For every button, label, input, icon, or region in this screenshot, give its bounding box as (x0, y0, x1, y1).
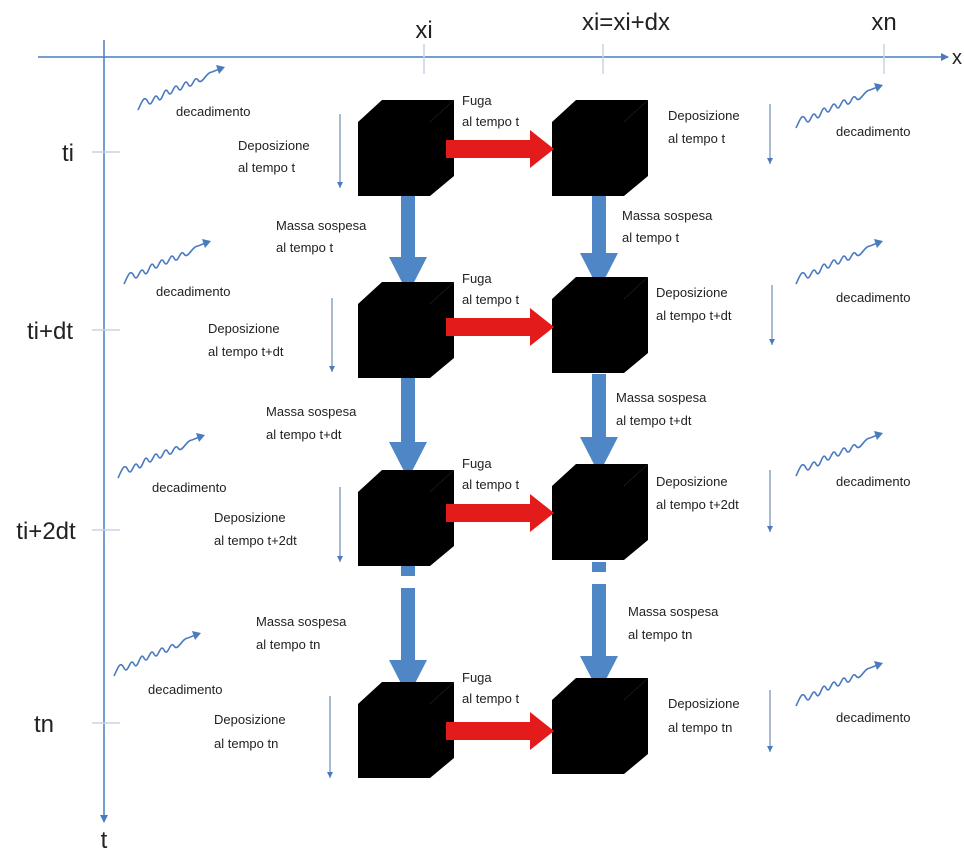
leak-label: Fuga (462, 93, 492, 108)
leak-time-label: al tempo t (462, 292, 519, 307)
leak-arrow-2 (446, 308, 554, 346)
t-axis-label: t (101, 827, 108, 854)
leak-arrow-1 (446, 130, 554, 168)
deposition-label: Deposizione (208, 321, 280, 336)
deposition-time-label: al tempo t (238, 160, 295, 175)
suspended-mass-time-label: al tempo t+dt (266, 427, 342, 442)
x-tick-label-xi-dx: xi=xi+dx (582, 9, 670, 36)
flow-arrows-left (389, 196, 427, 697)
x-tick-label-xn: xn (871, 9, 896, 36)
decay-label: decadimento (156, 284, 230, 299)
leak-time-label: al tempo t (462, 691, 519, 706)
decay-wave-icon (123, 238, 212, 285)
deposition-label: Deposizione (656, 474, 728, 489)
decay-wave-icon (113, 630, 202, 677)
t-tick-label-ti-2dt: ti+2dt (16, 518, 76, 545)
leak-label: Fuga (462, 670, 492, 685)
deposition-label: Deposizione (668, 696, 740, 711)
decay-wave-icon (795, 660, 884, 707)
t-tick-label-ti-dt: ti+dt (27, 318, 73, 345)
decay-label: decadimento (836, 124, 910, 139)
x-tick-label-xi: xi (415, 17, 432, 44)
deposition-time-label: al tempo tn (214, 736, 278, 751)
leak-arrow-3 (446, 494, 554, 532)
suspended-mass-label: Massa sospesa (628, 604, 719, 619)
flow-arrow-right-3 (580, 584, 618, 693)
deposition-arrows (327, 104, 775, 778)
x-axis-label: x (952, 47, 962, 69)
flow-arrow-left-3 (389, 588, 427, 697)
leak-label: Fuga (462, 456, 492, 471)
leak-time-label: al tempo t (462, 114, 519, 129)
decay-label: decadimento (148, 682, 222, 697)
cube-icon (358, 100, 454, 196)
cube-icon (552, 678, 648, 774)
flow-arrow-right-2 (580, 374, 618, 474)
suspended-mass-time-label: al tempo tn (256, 637, 320, 652)
cube-icon (358, 282, 454, 378)
decay-label: decadimento (836, 474, 910, 489)
flow-arrow-left-2 (389, 378, 427, 479)
deposition-time-label: al tempo tn (668, 720, 732, 735)
decay-waves (113, 64, 884, 707)
decay-label: decadimento (152, 480, 226, 495)
suspended-mass-time-label: al tempo t (622, 230, 679, 245)
t-tick-label-ti: ti (62, 140, 74, 167)
decay-wave-icon (117, 432, 206, 479)
flow-dash-left (401, 566, 415, 576)
suspended-mass-time-label: al tempo t (276, 240, 333, 255)
flow-dash-right (592, 562, 606, 572)
decay-wave-icon (795, 430, 884, 477)
flow-arrow-left-1 (389, 196, 427, 294)
deposition-label: Deposizione (656, 285, 728, 300)
deposition-label: Deposizione (214, 712, 286, 727)
deposition-time-label: al tempo t+dt (208, 344, 284, 359)
decay-label: decadimento (836, 710, 910, 725)
flow-arrow-right-1 (580, 193, 618, 290)
decay-wave-icon (795, 82, 884, 129)
deposition-time-label: al tempo t+dt (656, 308, 732, 323)
cube-icon (358, 470, 454, 566)
cube-icon (358, 682, 454, 778)
leak-arrows (446, 130, 554, 750)
suspended-mass-time-label: al tempo tn (628, 627, 692, 642)
t-tick-label-tn: tn (34, 711, 54, 738)
suspended-mass-time-label: al tempo t+dt (616, 413, 692, 428)
cube-icon (552, 464, 648, 560)
deposition-label: Deposizione (214, 510, 286, 525)
decay-wave-icon (795, 238, 884, 285)
suspended-mass-label: Massa sospesa (256, 614, 347, 629)
leak-label: Fuga (462, 271, 492, 286)
deposition-label: Deposizione (668, 108, 740, 123)
deposition-time-label: al tempo t (668, 131, 725, 146)
suspended-mass-label: Massa sospesa (266, 404, 357, 419)
leak-arrow-4 (446, 712, 554, 750)
suspended-mass-label: Massa sospesa (616, 390, 707, 405)
leak-time-label: al tempo t (462, 477, 519, 492)
cube-icon (552, 100, 648, 196)
suspended-mass-label: Massa sospesa (622, 208, 713, 223)
deposition-label: Deposizione (238, 138, 310, 153)
cube-icon (552, 277, 648, 373)
flow-arrows-right (580, 193, 618, 693)
suspended-mass-label: Massa sospesa (276, 218, 367, 233)
deposition-time-label: al tempo t+2dt (656, 497, 739, 512)
decay-label: decadimento (836, 290, 910, 305)
decay-label: decadimento (176, 104, 250, 119)
deposition-time-label: al tempo t+2dt (214, 533, 297, 548)
